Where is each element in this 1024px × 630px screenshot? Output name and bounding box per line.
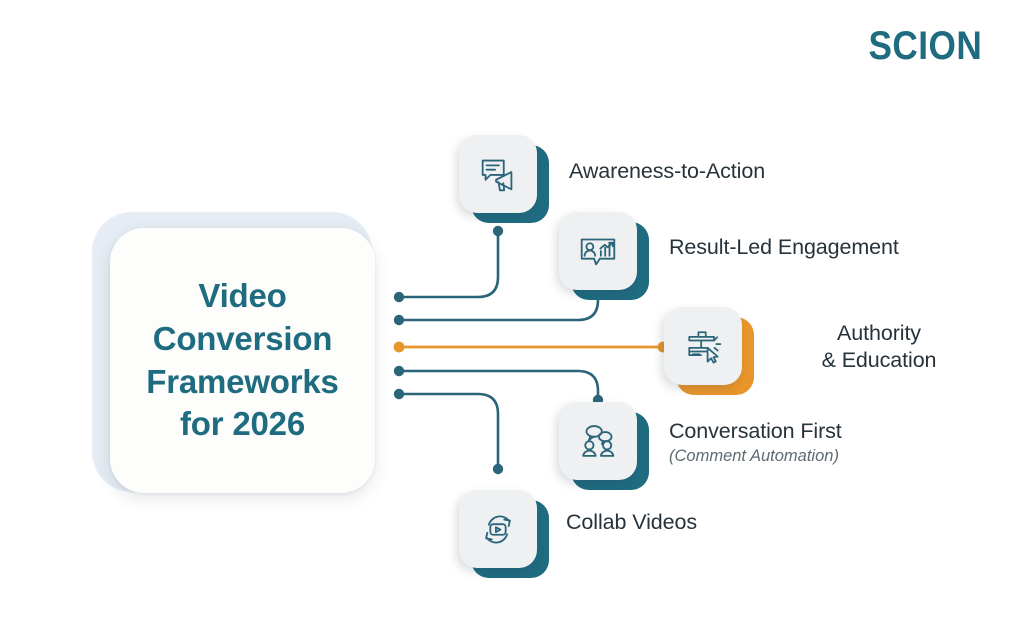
node-card-result-led-engagement[interactable] bbox=[559, 212, 659, 310]
connector-dot-origin-4 bbox=[393, 365, 405, 377]
page-title: Video Conversion Frameworks for 2026 bbox=[146, 276, 339, 443]
connector-dot-origin-3 bbox=[393, 341, 405, 353]
node-card-awareness-to-action[interactable] bbox=[459, 135, 559, 233]
node-label-authority-and-education: Authority & Education bbox=[821, 321, 937, 372]
card-face bbox=[559, 402, 637, 480]
two-people-chat-icon bbox=[582, 425, 615, 457]
node-label-collab-videos: Collab Videos bbox=[566, 510, 697, 534]
node-label-subtitle: (Comment Automation) bbox=[669, 447, 839, 466]
node-label-awareness-to-action: Awareness-to-Action bbox=[569, 159, 766, 183]
card-face bbox=[559, 212, 637, 290]
connector-dot-origin-2 bbox=[393, 314, 405, 326]
connector-dot-end-5 bbox=[492, 463, 504, 475]
hero-card: Video Conversion Frameworks for 2026 bbox=[110, 228, 375, 493]
video-loop-share-icon bbox=[485, 515, 511, 544]
connector-path-5 bbox=[398, 392, 500, 470]
connector-path-1 bbox=[398, 230, 500, 299]
node-label-conversation-first: Conversation First (Comment Automation) bbox=[669, 418, 842, 466]
node-card-authority-and-education[interactable] bbox=[664, 307, 764, 405]
card-face bbox=[664, 307, 742, 385]
node-card-collab-videos[interactable] bbox=[459, 490, 559, 588]
connector-dot-origin-1 bbox=[393, 291, 405, 303]
node-label-result-led-engagement: Result-Led Engagement bbox=[669, 235, 899, 259]
node-card-conversation-first[interactable] bbox=[559, 402, 659, 500]
presentation-board-cursor-icon bbox=[688, 331, 722, 364]
connector-path-4 bbox=[398, 369, 600, 402]
card-face bbox=[459, 135, 537, 213]
megaphone-announcement-icon bbox=[481, 159, 513, 192]
card-face bbox=[459, 490, 537, 568]
brand-logo-scion: SCION bbox=[868, 24, 982, 68]
connector-dot-origin-5 bbox=[393, 388, 405, 400]
node-label-title: Conversation First bbox=[669, 419, 842, 443]
analytics-speech-bubble-icon bbox=[580, 238, 616, 266]
